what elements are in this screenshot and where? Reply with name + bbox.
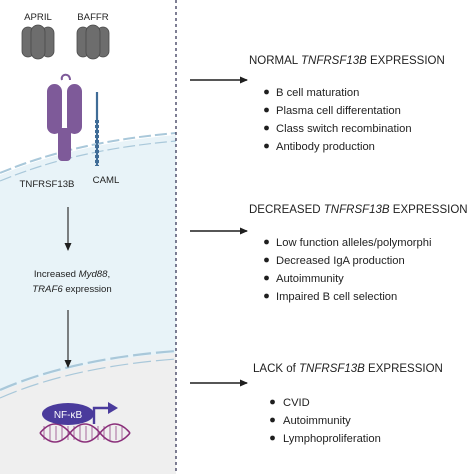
lack-expression-section: LACK of TNFRSF13B EXPRESSION CVID Autoim… — [190, 363, 443, 445]
normal-list: B cell maturation Plasma cell differenta… — [264, 87, 412, 153]
decreased-list: Low function alleles/polymorphi Decrease… — [264, 237, 431, 303]
dna-helix — [39, 423, 131, 443]
list-item: Autoimmunity — [283, 415, 351, 427]
caml-label: CAML — [93, 175, 120, 186]
list-item: Autoimmunity — [276, 273, 344, 285]
list-item: Low function alleles/polymorphi — [276, 237, 431, 249]
cell-membrane-inner — [0, 140, 177, 182]
lack-header: LACK of TNFRSF13B EXPRESSION — [253, 363, 443, 375]
list-item: Impaired B cell selection — [276, 291, 397, 303]
april-label: APRIL — [24, 12, 52, 23]
nfkb-label: NF-κB — [54, 410, 83, 421]
list-item: Antibody production — [276, 141, 375, 153]
expression-note-line1: Increased Myd88, — [34, 269, 110, 280]
expression-note-line2: TRAF6 expression — [32, 284, 111, 295]
cell-membrane — [0, 132, 177, 174]
decreased-expression-section: DECREASED TNFRSF13B EXPRESSION Low funct… — [190, 204, 468, 303]
baffr-ligand: BAFFR — [76, 12, 110, 60]
list-item: Decreased IgA production — [276, 255, 405, 267]
list-item: CVID — [283, 397, 310, 409]
list-item: Lymphoproliferation — [283, 433, 381, 445]
receptor-label: TNFRSF13B — [20, 179, 75, 190]
baffr-label: BAFFR — [77, 12, 109, 23]
list-item: B cell maturation — [276, 87, 359, 99]
nuclear-membrane-inner — [0, 358, 177, 399]
normal-header: NORMAL TNFRSF13B EXPRESSION — [249, 55, 445, 67]
list-item: Plasma cell differentation — [276, 105, 401, 117]
april-ligand: APRIL — [21, 12, 55, 60]
list-item: Class switch recombination — [276, 123, 412, 135]
lack-list: CVID Autoimmunity Lymphoproliferation — [270, 397, 381, 445]
nuclear-membrane — [0, 349, 177, 392]
normal-expression-section: NORMAL TNFRSF13B EXPRESSION B cell matur… — [190, 55, 445, 153]
decreased-header: DECREASED TNFRSF13B EXPRESSION — [249, 204, 468, 216]
nfkb-complex: NF-κB — [42, 402, 118, 425]
tnfrsf13b-receptor — [47, 73, 82, 161]
